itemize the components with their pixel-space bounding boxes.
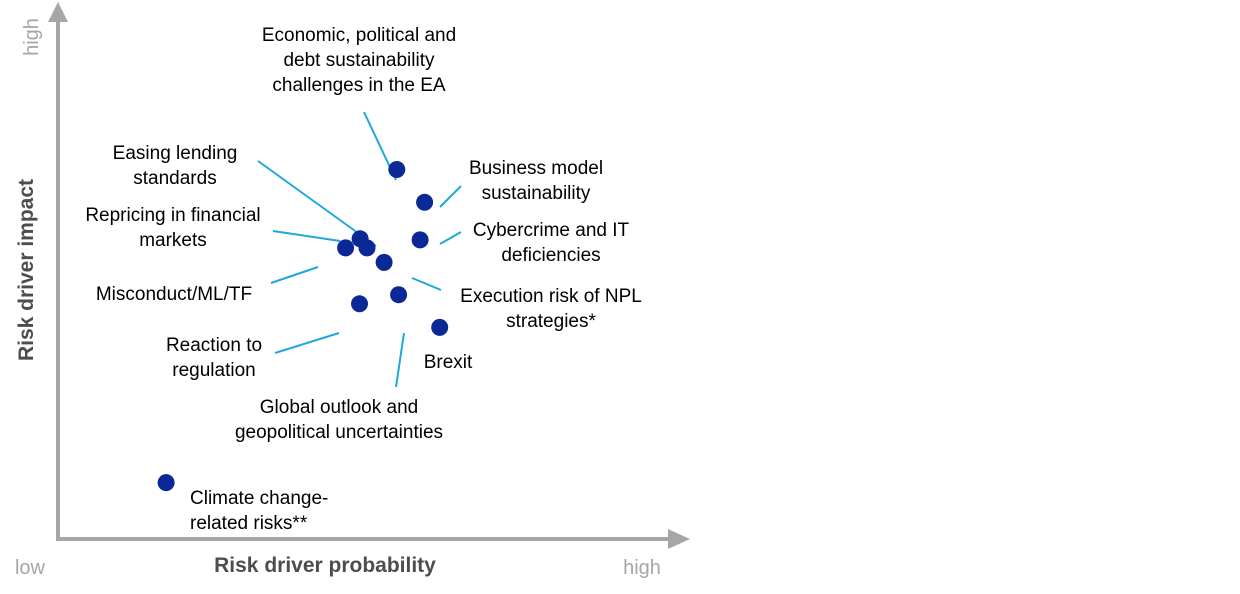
data-point	[337, 239, 355, 257]
data-point	[411, 231, 429, 249]
point-label-line: Execution risk of NPL	[460, 286, 642, 307]
x-axis-low-label: low	[15, 557, 46, 579]
x-axis-arrowhead	[668, 529, 690, 549]
point-label: Global outlook and geopolitical uncertain…	[235, 397, 443, 443]
leader-line	[395, 332, 405, 388]
point-label-line: markets	[139, 230, 207, 251]
leader-line	[274, 332, 340, 354]
point-label: Misconduct/ML/TF	[96, 284, 252, 305]
point-label-line: geopolitical uncertainties	[235, 422, 443, 443]
data-point	[390, 286, 408, 304]
point-label: Brexit	[424, 352, 473, 373]
leader-line	[272, 230, 341, 242]
data-point	[157, 474, 175, 492]
point-label: Climate change-related risks**	[190, 488, 328, 534]
y-axis-arrowhead	[48, 2, 68, 22]
point-label-line: challenges in the EA	[272, 75, 446, 96]
point-label-line: Business model	[469, 158, 603, 179]
point-label-line: strategies*	[506, 311, 596, 332]
point-label-line: Repricing in financial	[85, 205, 260, 226]
data-point	[388, 161, 406, 178]
point-label: Easing lending standards	[113, 143, 238, 189]
x-axis-high-label: high	[623, 557, 661, 579]
point-label-line: Global outlook and	[260, 397, 418, 418]
data-point	[351, 295, 368, 313]
point-label-line: Economic, political and	[262, 25, 456, 46]
point-label-line: Misconduct/ML/TF	[96, 284, 252, 305]
point-label-line: Reaction to	[166, 335, 262, 356]
y-axis-high-label: high	[21, 18, 43, 56]
point-label: Economic, political and debt sustainabili…	[262, 25, 456, 96]
point-label-line: Easing lending	[113, 143, 238, 164]
point-label-line: standards	[133, 168, 216, 189]
data-point	[416, 193, 434, 211]
leader-line	[439, 185, 462, 208]
point-label: Execution risk of NPL strategies*	[460, 286, 642, 332]
data-point	[351, 230, 369, 248]
point-label-line: deficiencies	[501, 245, 600, 266]
point-label: Reaction to regulation	[166, 335, 262, 381]
point-label-line: related risks**	[190, 513, 308, 534]
point-label-line: Climate change-	[190, 488, 328, 509]
point-label-line: sustainability	[482, 183, 591, 204]
point-label-line: Brexit	[424, 352, 473, 373]
point-labels: Economic, political and debt sustainabili…	[85, 25, 641, 534]
point-label-line: regulation	[172, 360, 255, 381]
y-axis-title: Risk driver impact	[15, 179, 38, 361]
data-point	[375, 253, 393, 271]
leader-line	[439, 231, 462, 245]
data-points	[157, 161, 449, 492]
point-label-line: Cybercrime and IT	[473, 220, 630, 241]
leader-line	[411, 277, 442, 291]
point-label: Business model sustainability	[469, 158, 603, 204]
x-axis-title: Risk driver probability	[214, 554, 436, 577]
point-label: Repricing in financial markets	[85, 205, 260, 251]
data-point	[431, 318, 449, 336]
point-label: Cybercrime and IT deficiencies	[473, 220, 630, 266]
leader-line	[270, 266, 319, 284]
point-label-line: debt sustainability	[283, 50, 435, 71]
